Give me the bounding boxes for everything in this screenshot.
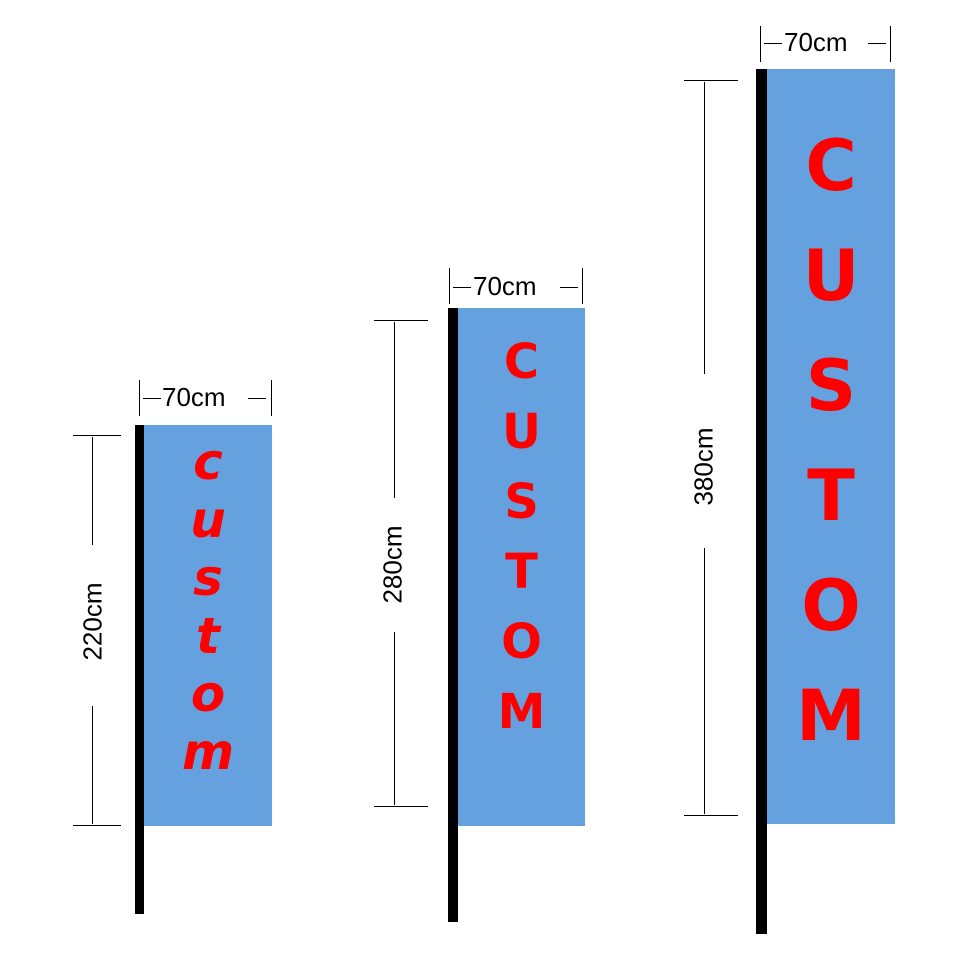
banner-letter: U: [502, 404, 541, 460]
banner-letter: u: [190, 491, 226, 549]
banner-letter: T: [505, 544, 538, 600]
banner-letter: M: [497, 684, 546, 740]
height-line-bottom: [92, 706, 93, 824]
height-line-top: [394, 322, 395, 498]
width-tick-left: [760, 26, 761, 62]
banner-letter: t: [196, 607, 220, 665]
flag-pole: [135, 425, 144, 914]
height-tick-bottom: [73, 825, 121, 826]
banner-letter: c: [193, 433, 223, 491]
banner-text: c u s t o m: [144, 437, 272, 777]
flag-pole: [756, 69, 767, 934]
width-tick-right: [271, 380, 272, 416]
banner-letter: M: [796, 675, 866, 757]
width-tick-left: [449, 268, 450, 304]
flag-banner: C U S T O M: [767, 69, 895, 824]
banner-letter: s: [193, 549, 223, 607]
width-line-left: [764, 43, 782, 44]
banner-letter: C: [503, 334, 540, 390]
height-line-bottom: [704, 548, 705, 814]
height-tick-top: [684, 80, 738, 81]
width-line-left: [453, 287, 471, 288]
height-tick-top: [73, 435, 121, 436]
height-tick-top: [374, 320, 428, 321]
flag-banner: c u s t o m: [144, 425, 272, 826]
banner-letter: m: [181, 723, 235, 781]
banner-letter: O: [801, 565, 861, 647]
flag-pole: [448, 308, 458, 922]
banner-letter: S: [504, 474, 539, 530]
banner-text: C U S T O M: [458, 338, 585, 736]
height-line-top: [92, 437, 93, 545]
banner-text: C U S T O M: [767, 131, 895, 751]
height-label: 380cm: [688, 427, 719, 506]
banner-letter: o: [190, 665, 226, 723]
width-label: 70cm: [473, 271, 537, 301]
height-line-top: [704, 82, 705, 374]
banner-letter: U: [802, 235, 860, 317]
banner-letter: C: [805, 125, 857, 207]
width-tick-right: [890, 26, 891, 62]
width-label: 70cm: [162, 382, 226, 412]
width-line-left: [143, 398, 161, 399]
width-label: 70cm: [784, 27, 848, 57]
height-tick-bottom: [374, 806, 428, 807]
width-tick-right: [582, 268, 583, 304]
banner-letter: T: [807, 455, 855, 537]
width-line-right: [248, 398, 266, 399]
banner-letter: O: [501, 614, 542, 670]
width-line-right: [560, 287, 578, 288]
height-line-bottom: [394, 632, 395, 805]
height-tick-bottom: [684, 815, 738, 816]
banner-letter: S: [805, 345, 857, 427]
width-line-right: [868, 43, 886, 44]
flag-banner: C U S T O M: [458, 308, 585, 826]
width-tick-left: [139, 380, 140, 416]
